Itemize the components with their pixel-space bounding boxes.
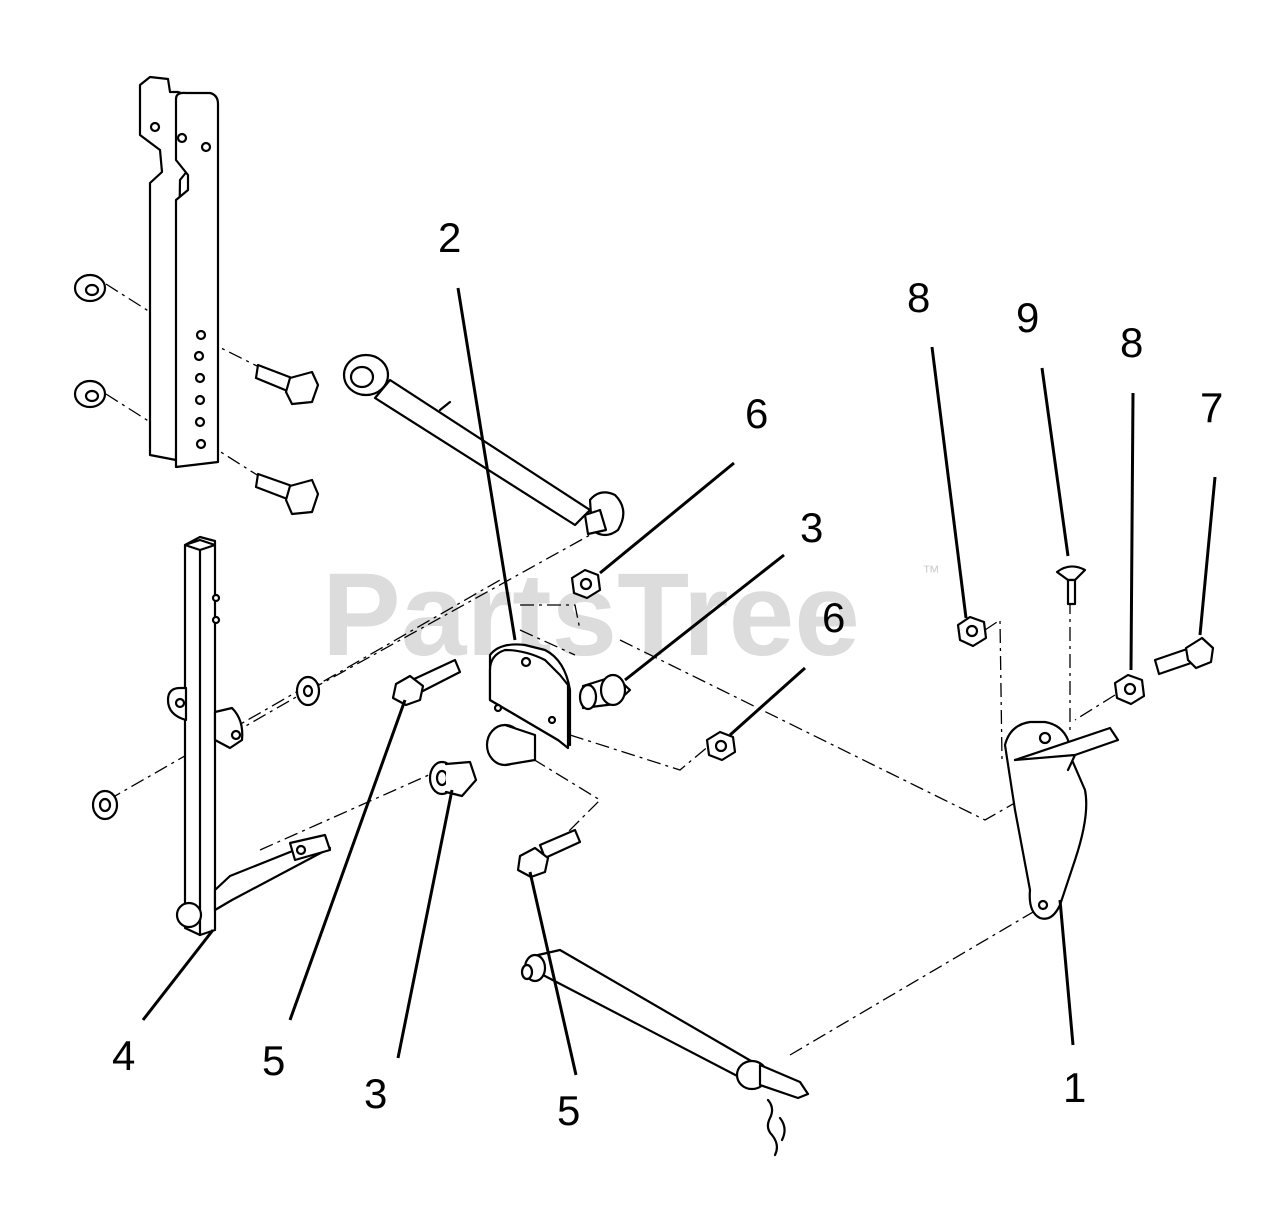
- callout-6: 6: [745, 390, 768, 437]
- callout-9: 9: [1016, 294, 1039, 341]
- pivot-bracket: [485, 643, 572, 767]
- callout-8: 8: [907, 274, 930, 321]
- bolt-5-lower: [516, 828, 582, 879]
- flange-nut-lower: [73, 379, 107, 409]
- nut-8-right: [1113, 673, 1146, 706]
- watermark: PartsTree ™: [322, 549, 940, 681]
- eye-rod: [342, 353, 625, 537]
- callout-6: 6: [822, 594, 845, 641]
- bushing-lower: [428, 760, 478, 798]
- screw-9: [1055, 565, 1087, 606]
- callout-2: 2: [438, 214, 461, 261]
- trademark-mark: ™: [922, 562, 940, 582]
- bushing-upper: [578, 673, 632, 711]
- callout-1: 1: [1063, 1064, 1086, 1111]
- bolt-upper: [254, 363, 320, 406]
- lever-tube: [166, 535, 332, 937]
- callout-3: 3: [800, 504, 823, 551]
- washer-left: [295, 675, 321, 707]
- handle-bar-upper: [138, 75, 220, 469]
- callout-7: 7: [1200, 384, 1223, 431]
- callout-8: 8: [1120, 319, 1143, 366]
- callout-5: 5: [262, 1037, 285, 1084]
- callout-4: 4: [112, 1032, 135, 1079]
- callout-3: 3: [364, 1070, 387, 1117]
- flange-nut-upper: [73, 273, 107, 303]
- nut-6-upper: [570, 568, 602, 600]
- callouts: 2 8 9 8 7 6 3 6 4 5 3 5 1: [112, 214, 1223, 1134]
- leader-lines: [141, 287, 1217, 1076]
- nut-left: [91, 789, 119, 821]
- shift-rod: [520, 948, 810, 1157]
- callout-5: 5: [557, 1087, 580, 1134]
- watermark-text: PartsTree: [322, 549, 860, 681]
- bellcrank: [1003, 720, 1120, 920]
- assembly-lines: [105, 283, 1116, 1056]
- nut-6-lower: [705, 730, 737, 762]
- bolt-lower: [254, 472, 320, 516]
- nut-8-left: [956, 615, 988, 648]
- bolt-7: [1153, 636, 1215, 676]
- bolt-5-upper: [391, 658, 462, 707]
